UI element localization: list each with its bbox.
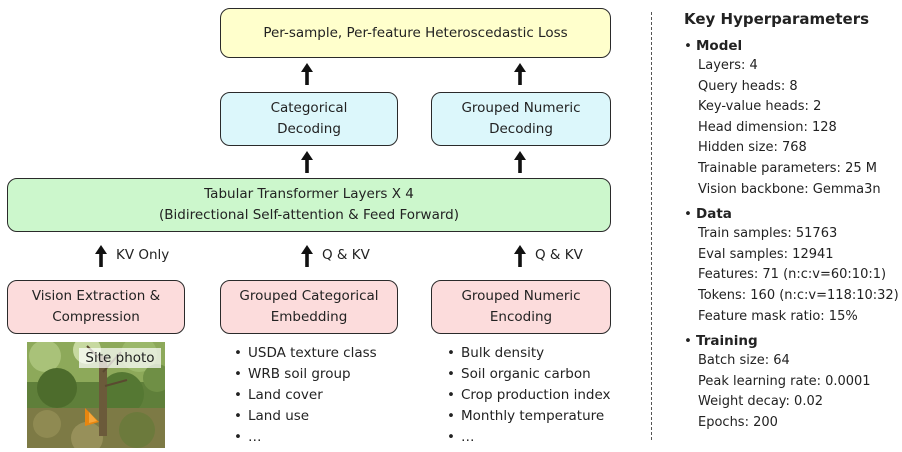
box-line: (Bidirectional Self-attention & Feed For… xyxy=(158,207,459,223)
hp-item: Features: 71 (n:c:v=60:10:1) xyxy=(698,267,887,283)
bullet-icon: • xyxy=(447,408,455,424)
hp-section-data: •Data Train samples: 51763 Eval samples:… xyxy=(684,204,899,327)
hp-item: Trainable parameters: 25 M xyxy=(698,160,877,176)
list-item: •USDA texture class xyxy=(234,343,377,364)
bullet-icon: • xyxy=(234,387,242,403)
list-item: •Land use xyxy=(234,406,377,427)
box-line: Grouped Numeric xyxy=(461,100,581,116)
box-line: Categorical xyxy=(270,100,348,116)
numeric-decoding-box: Grouped Numeric Decoding xyxy=(431,92,611,146)
list-item: •WRB soil group xyxy=(234,364,377,385)
loss-label: Per-sample, Per-feature Heteroscedastic … xyxy=(263,24,568,41)
hp-item: Head dimension: 128 xyxy=(698,119,837,135)
box-line: Decoding xyxy=(277,121,341,137)
box-line: Grouped Numeric xyxy=(461,288,581,304)
bullet-icon: • xyxy=(447,429,455,445)
arrow-up-icon xyxy=(95,245,107,267)
bullet-icon: • xyxy=(234,366,242,382)
box-line: Vision Extraction & xyxy=(31,288,161,304)
hp-item: Peak learning rate: 0.0001 xyxy=(698,373,871,389)
hp-item: Feature mask ratio: 15% xyxy=(698,308,858,324)
hyperparameters-panel: Key Hyperparameters •Model Layers: 4 Que… xyxy=(684,8,899,438)
numeric-feature-list: •Bulk density •Soil organic carbon •Crop… xyxy=(447,343,611,448)
bullet-icon: • xyxy=(447,387,455,403)
categorical-embedding-box: Grouped Categorical Embedding xyxy=(220,280,398,334)
bullet-icon: • xyxy=(234,429,242,445)
loss-box: Per-sample, Per-feature Heteroscedastic … xyxy=(220,8,611,58)
categorical-decoding-box: Categorical Decoding xyxy=(220,92,398,146)
arrow-up-icon xyxy=(301,63,313,85)
bullet-icon: • xyxy=(684,38,692,54)
list-item: •Land cover xyxy=(234,385,377,406)
bullet-icon: • xyxy=(234,408,242,424)
site-photo: Site photo xyxy=(27,342,165,448)
bullet-icon: • xyxy=(234,345,242,361)
hp-item: Batch size: 64 xyxy=(698,353,790,369)
bullet-icon: • xyxy=(447,345,455,361)
hp-section-heading: •Training xyxy=(684,333,758,350)
hp-item: Query heads: 8 xyxy=(698,78,798,94)
numeric-encoding-box: Grouped Numeric Encoding xyxy=(431,280,611,334)
box-line: Grouped Categorical xyxy=(239,288,379,304)
arrow-up-icon xyxy=(514,63,526,85)
list-item: •Bulk density xyxy=(447,343,611,364)
arrow-up-icon xyxy=(514,151,526,173)
list-item: •… xyxy=(234,427,377,448)
box-line: Embedding xyxy=(270,309,348,325)
q-kv-label: Q & KV xyxy=(535,247,583,263)
arrow-up-icon xyxy=(514,245,526,267)
bullet-icon: • xyxy=(447,366,455,382)
hp-item: Layers: 4 xyxy=(698,58,758,73)
box-line: Decoding xyxy=(489,121,553,137)
hp-section-heading: •Model xyxy=(684,38,743,54)
arrow-up-icon xyxy=(301,151,313,173)
bullet-icon: • xyxy=(684,206,692,223)
box-line: Compression xyxy=(52,309,140,325)
vision-extraction-box: Vision Extraction & Compression xyxy=(7,280,185,334)
hp-item: Train samples: 51763 xyxy=(698,226,838,242)
list-item: •Monthly temperature xyxy=(447,406,611,427)
hp-item: Vision backbone: Gemma3n xyxy=(698,181,881,197)
dashed-divider xyxy=(651,12,652,440)
list-item: •Crop production index xyxy=(447,385,611,406)
hp-item: Eval samples: 12941 xyxy=(698,246,834,262)
list-item: •Soil organic carbon xyxy=(447,364,611,385)
hp-item: Epochs: 200 xyxy=(698,414,778,430)
box-line: Tabular Transformer Layers X 4 xyxy=(204,186,414,202)
categorical-feature-list: •USDA texture class •WRB soil group •Lan… xyxy=(234,343,377,448)
arrow-up-icon xyxy=(301,245,313,267)
bullet-icon: • xyxy=(684,333,692,350)
hp-item: Weight decay: 0.02 xyxy=(698,394,823,410)
kv-only-label: KV Only xyxy=(116,247,170,263)
list-item: •… xyxy=(447,427,611,448)
hyperparameters-title: Key Hyperparameters xyxy=(684,10,870,28)
hp-section-training: •Training Batch size: 64 Peak learning r… xyxy=(684,331,899,433)
photo-caption: Site photo xyxy=(79,348,161,368)
hp-item: Tokens: 160 (n:c:v=118:10:32) xyxy=(698,287,899,303)
box-line: Encoding xyxy=(489,309,553,325)
transformer-box: Tabular Transformer Layers X 4 (Bidirect… xyxy=(7,178,611,232)
hp-item: Hidden size: 768 xyxy=(698,140,807,156)
q-kv-label: Q & KV xyxy=(322,247,370,263)
hp-section-model: •Model Layers: 4 Query heads: 8 Key-valu… xyxy=(684,36,899,200)
hp-item: Key-value heads: 2 xyxy=(698,99,822,115)
hp-section-heading: •Data xyxy=(684,206,732,223)
